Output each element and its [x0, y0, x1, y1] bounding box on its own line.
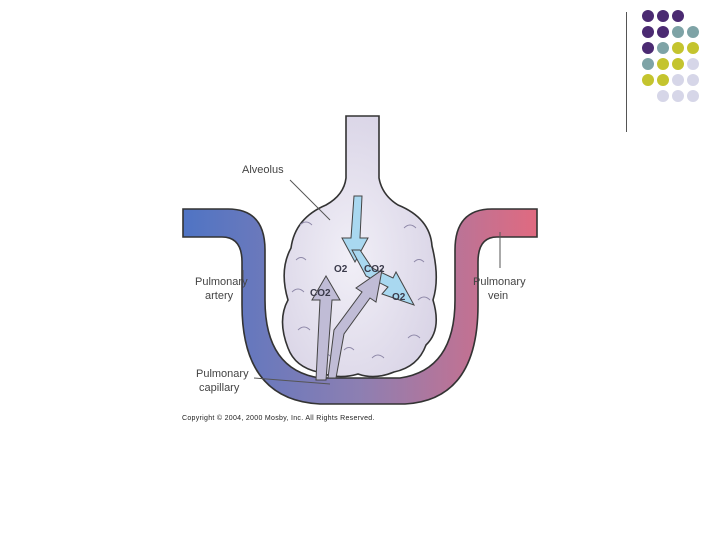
decor-dot	[672, 74, 684, 86]
leader-alveolus	[289, 179, 331, 221]
decor-dot	[657, 58, 669, 70]
decor-dot	[687, 90, 699, 102]
gas-label-co2-left: CO2	[310, 288, 331, 299]
decor-dot	[657, 42, 669, 54]
decor-dot	[672, 90, 684, 102]
decor-dot	[642, 74, 654, 86]
decor-dot	[672, 42, 684, 54]
co2-arrow-to-alveolus	[327, 268, 383, 379]
label-pulmonary-artery-line1: Pulmonary	[195, 276, 248, 288]
leader-lines	[242, 179, 501, 385]
gas-label-co2-top: CO2	[364, 264, 385, 275]
decor-dot	[687, 26, 699, 38]
blood-vessel-u-shape	[182, 208, 538, 405]
label-pulmonary-capillary-line1: Pulmonary	[196, 368, 249, 380]
decor-dot	[657, 26, 669, 38]
decor-dot	[657, 90, 669, 102]
decor-dot	[657, 74, 669, 86]
label-pulmonary-artery-line2: artery	[205, 290, 234, 302]
decor-dot	[687, 58, 699, 70]
decor-dot	[642, 42, 654, 54]
decor-dot	[687, 42, 699, 54]
label-pulmonary-vein-line1: Pulmonary	[473, 276, 526, 288]
gas-label-o2-right: O2	[392, 292, 406, 303]
label-alveolus: Alveolus	[242, 164, 284, 176]
gas-label-o2-top: O2	[334, 264, 348, 275]
decor-dot	[672, 26, 684, 38]
leader-capillary	[253, 377, 331, 385]
decor-dot	[642, 26, 654, 38]
label-pulmonary-vein-line2: vein	[488, 290, 508, 302]
label-pulmonary-capillary-line2: capillary	[199, 382, 240, 394]
decor-dot	[642, 58, 654, 70]
copyright-notice: Copyright © 2004, 2000 Mosby, Inc. All R…	[182, 414, 375, 422]
decorative-divider-line	[626, 12, 627, 132]
decor-dot	[672, 10, 684, 22]
decor-dot	[657, 10, 669, 22]
decor-dot	[672, 58, 684, 70]
co2-arrow-from-blood	[311, 275, 341, 381]
o2-arrow-diffusion	[341, 195, 369, 264]
decor-dot	[687, 74, 699, 86]
decor-dot	[642, 10, 654, 22]
